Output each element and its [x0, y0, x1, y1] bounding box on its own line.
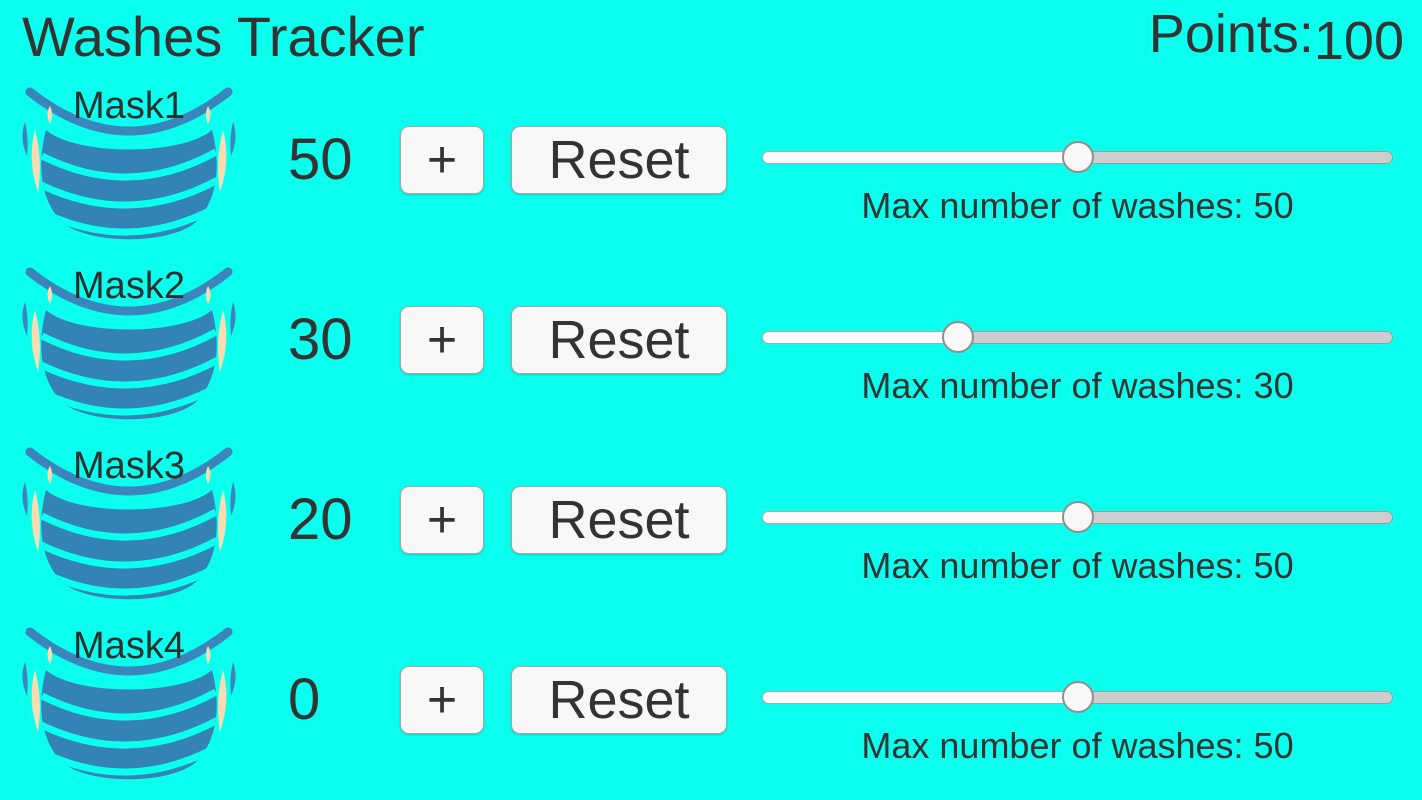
- mask-rows: Mask1 50 + Reset Max number of washes: 5…: [0, 80, 1422, 800]
- increment-button[interactable]: +: [400, 126, 484, 194]
- slider-thumb[interactable]: [941, 321, 974, 353]
- mask-label: Mask1: [73, 85, 185, 127]
- slider-fill: [762, 151, 1078, 164]
- reset-button[interactable]: Reset: [511, 486, 727, 554]
- max-washes-slider[interactable]: [762, 501, 1393, 533]
- max-washes-slider[interactable]: [762, 141, 1393, 173]
- increment-button[interactable]: +: [400, 486, 484, 554]
- mask-label: Mask2: [73, 265, 185, 307]
- mask-row: Mask3 20 + Reset Max number of washes: 5…: [0, 440, 1422, 620]
- slider-thumb[interactable]: [1061, 141, 1094, 173]
- page-title: Washes Tracker: [22, 5, 425, 68]
- slider-fill: [762, 511, 1078, 524]
- mask-row: Mask2 30 + Reset Max number of washes: 3…: [0, 260, 1422, 440]
- max-washes-label: Max number of washes: 50: [861, 185, 1294, 226]
- increment-button[interactable]: +: [400, 306, 484, 374]
- wash-count: 0: [288, 667, 321, 732]
- mask-image: Mask1: [16, 82, 242, 242]
- wash-count: 30: [288, 307, 353, 372]
- wash-count: 20: [288, 487, 353, 552]
- slider-thumb[interactable]: [1061, 501, 1094, 533]
- max-washes-slider[interactable]: [762, 321, 1393, 353]
- slider-fill: [762, 691, 1078, 704]
- mask-row: Mask4 0 + Reset Max number of washes: 50: [0, 620, 1422, 800]
- points-value: 100: [1313, 11, 1404, 71]
- max-washes-label: Max number of washes: 30: [861, 365, 1294, 406]
- max-washes-slider[interactable]: [762, 681, 1393, 713]
- mask-label: Mask4: [73, 625, 185, 667]
- points-label: Points:: [1148, 4, 1314, 64]
- mask-image: Mask3: [16, 442, 242, 602]
- max-washes-label: Max number of washes: 50: [861, 725, 1294, 766]
- increment-button[interactable]: +: [400, 666, 484, 734]
- reset-button[interactable]: Reset: [511, 306, 727, 374]
- slider-fill: [762, 331, 958, 344]
- wash-count: 50: [288, 127, 353, 192]
- max-washes-label: Max number of washes: 50: [861, 545, 1294, 586]
- points-display: Points:100: [1148, 2, 1404, 71]
- mask-label: Mask3: [73, 445, 185, 487]
- mask-row: Mask1 50 + Reset Max number of washes: 5…: [0, 80, 1422, 260]
- slider-thumb[interactable]: [1061, 681, 1094, 713]
- reset-button[interactable]: Reset: [511, 666, 727, 734]
- reset-button[interactable]: Reset: [511, 126, 727, 194]
- mask-image: Mask4: [16, 622, 242, 782]
- mask-image: Mask2: [16, 262, 242, 422]
